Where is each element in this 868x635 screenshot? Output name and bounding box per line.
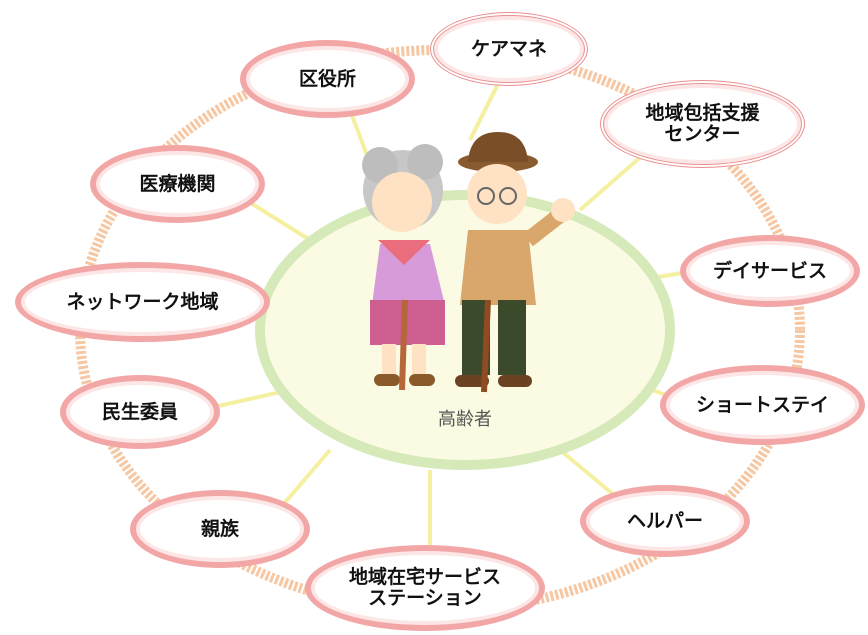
node-relatives: 親族 <box>130 490 310 568</box>
node-welfare-commissioner: 民生委員 <box>60 375 220 449</box>
node-community-network: ネットワーク地域 <box>15 262 270 342</box>
node-label-welfare-commissioner: 民生委員 <box>101 400 178 423</box>
node-label-ward-office: 区役所 <box>298 67 356 90</box>
node-label-medical-institution: 医療機関 <box>139 172 216 195</box>
node-day-service: デイサービス <box>680 235 860 307</box>
node-label-home-service-station: 地域在宅サービス ステーション <box>348 566 501 609</box>
node-regional-support-center: 地域包括支援 センター <box>600 80 805 168</box>
grandmother-figure <box>362 144 445 391</box>
outer-ring <box>75 45 805 615</box>
spoke-care-manager <box>468 79 502 141</box>
center-label: 高齢者 <box>438 409 492 430</box>
node-short-stay: ショートステイ <box>660 365 865 445</box>
grandfather-figure <box>455 132 575 393</box>
elderly-couple-illustration <box>362 132 575 393</box>
node-medical-institution: 医療機関 <box>90 145 265 223</box>
node-ward-office: 区役所 <box>240 40 415 118</box>
node-label-short-stay: ショートステイ <box>695 393 829 416</box>
node-home-service-station: 地域在宅サービス ステーション <box>305 545 545 631</box>
node-label-relatives: 親族 <box>200 517 239 540</box>
node-label-community-network: ネットワーク地域 <box>66 290 219 313</box>
node-label-care-manager: ケアマネ <box>470 37 547 60</box>
node-label-day-service: デイサービス <box>712 259 827 282</box>
node-care-manager: ケアマネ <box>430 12 588 86</box>
node-label-helper: ヘルパー <box>626 509 703 532</box>
spoke-helper <box>558 448 622 502</box>
node-label-regional-support-center: 地域包括支援 センター <box>645 102 760 145</box>
node-helper: ヘルパー <box>580 485 750 557</box>
